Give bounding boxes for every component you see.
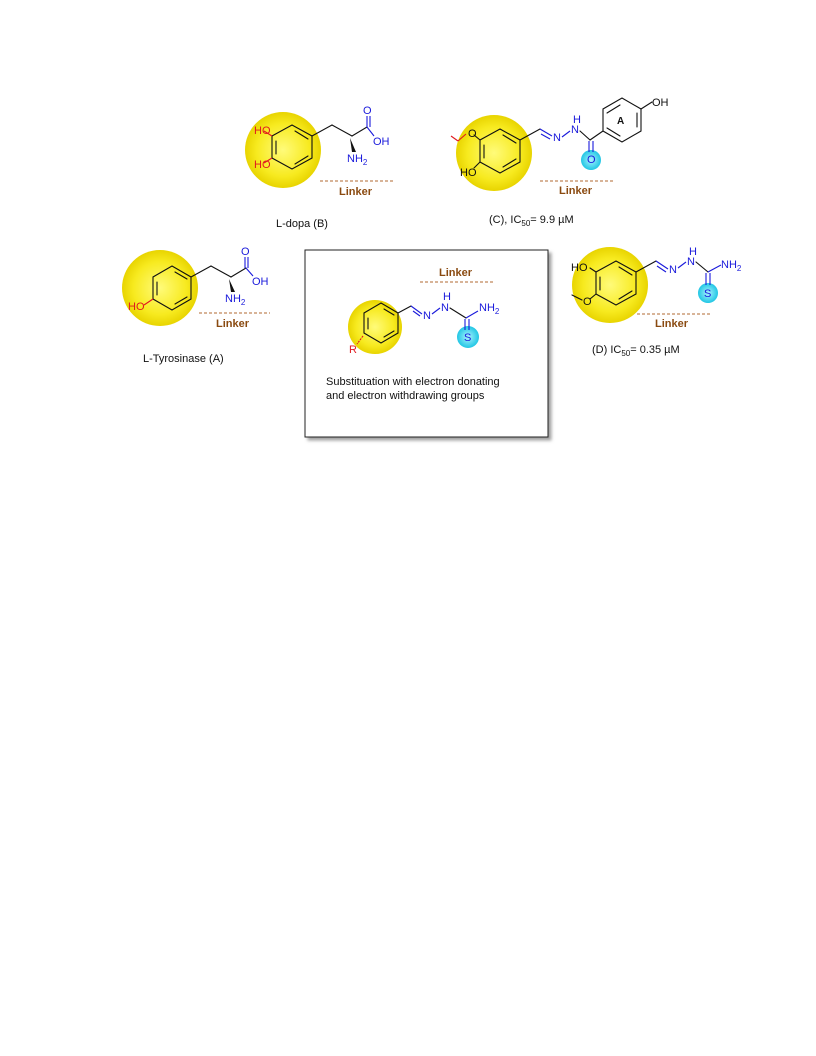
ltyrosinase-ho: HO [128, 301, 145, 313]
scaffold-linker-label: Linker [439, 267, 473, 279]
scaffold-n2: N [441, 302, 449, 314]
ldopa-carbonyl-o: O [363, 105, 372, 117]
compound-d-caption: (D) IC50= 0.35 µM [592, 344, 680, 358]
compound-c-aromatic-highlight [456, 115, 532, 191]
compound-d-linker-label: Linker [655, 318, 689, 330]
compound-c-nh-h: H [573, 114, 581, 126]
compound-c-phenol-oh: OH [652, 97, 669, 109]
compound-d-aromatic-highlight [572, 247, 648, 323]
ldopa-structure: HO HO O OH NH2 Linker L-dopa (B) [245, 105, 393, 230]
ldopa-oh: OH [373, 136, 390, 148]
ltyrosinase-oh: OH [252, 276, 269, 288]
scaffold-thione-highlight [457, 326, 479, 348]
ldopa-nh2: NH2 [347, 153, 368, 167]
compound-d-n2: N [687, 256, 695, 268]
compound-d-thione-highlight [698, 283, 718, 303]
compound-c-carbonyl-highlight [581, 150, 601, 170]
ltyrosinase-linker-label: Linker [216, 318, 250, 330]
scaffold-thione-s: S [464, 332, 471, 344]
ldopa-aromatic-highlight [245, 112, 321, 188]
scaffold-n1: N [423, 310, 431, 322]
scaffold-aromatic-highlight [348, 300, 402, 354]
compound-c-structure: O HO N N H O A OH Linker (C), IC50= 9.9 … [450, 97, 669, 228]
compound-d-ho: HO [571, 262, 588, 274]
ldopa-ho-1: HO [254, 125, 271, 137]
scaffold-nh2: NH2 [479, 302, 500, 316]
compound-c-linker-label: Linker [559, 185, 593, 197]
ldopa-ho-2: HO [254, 159, 271, 171]
ldopa-caption: L-dopa (B) [276, 218, 328, 230]
compound-d-n1: N [669, 264, 677, 276]
ltyrosinase-structure: HO O OH NH2 Linker L-Tyrosinase (A) [122, 246, 270, 365]
scaffold-r-group: R [349, 344, 357, 356]
ltyrosinase-nh2: NH2 [225, 293, 246, 307]
scaffold-nh-h: H [443, 291, 451, 303]
ltyrosinase-caption: L-Tyrosinase (A) [143, 353, 224, 365]
compound-d-nh-h: H [689, 246, 697, 258]
scaffold-box: Linker R N N H NH2 S Substituation with … [304, 249, 549, 438]
ltyrosinase-aromatic-highlight [122, 250, 198, 326]
ldopa-linker-label: Linker [339, 186, 373, 198]
scaffold-note-line2: and electron withdrawing groups [326, 390, 485, 402]
ltyrosinase-carbonyl-o: O [241, 246, 250, 258]
compound-c-ether-o: O [468, 128, 477, 140]
compound-d-thione-s: S [704, 288, 711, 300]
compound-c-n1: N [553, 132, 561, 144]
compound-d-ether-o: O [583, 296, 592, 308]
compound-c-caption: (C), IC50= 9.9 µM [489, 214, 574, 228]
scaffold-note-line1: Substituation with electron donating [326, 376, 500, 388]
compound-c-carbonyl-o: O [587, 154, 596, 166]
compound-c-ring-a-label: A [617, 116, 624, 127]
scaffold-box-frame [304, 249, 549, 438]
compound-c-n2: N [571, 124, 579, 136]
compound-d-nh2: NH2 [721, 259, 742, 273]
compound-d-structure: HO O N N H NH2 S Linker (D) IC50= 0.35 µ… [571, 246, 742, 358]
compound-c-ho: HO [460, 167, 477, 179]
